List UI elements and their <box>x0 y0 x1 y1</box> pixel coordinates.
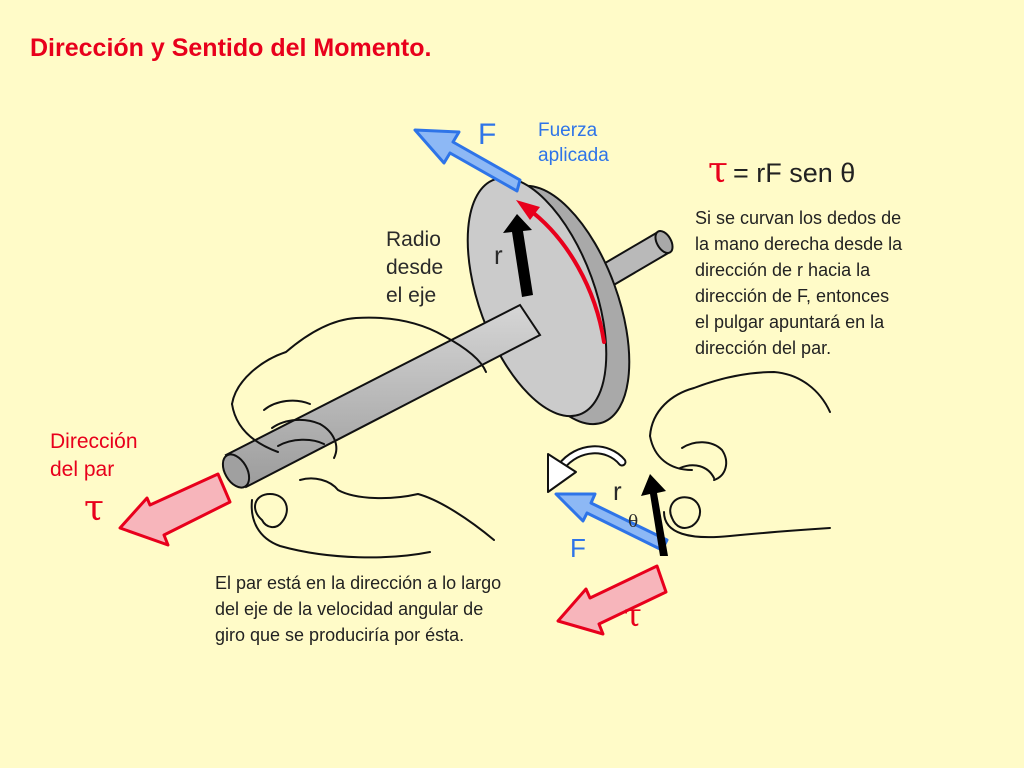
rotation-arc-head <box>516 200 540 220</box>
right-hand-outline <box>649 371 831 539</box>
wheel-disc <box>466 176 631 426</box>
torque-formula: τ = rF sen θ <box>708 150 855 191</box>
page-title: Dirección y Sentido del Momento. <box>30 34 432 62</box>
radius-arrow-lower <box>641 474 668 556</box>
force-arrow-upper <box>413 128 522 193</box>
formula-tau: τ <box>708 150 728 191</box>
radius-arrow-upper <box>503 214 533 297</box>
angular-velocity-note: El par está en la dirección a lo largo d… <box>215 573 502 645</box>
radius-label-upper: r <box>494 240 503 270</box>
force-arrow-lower <box>554 492 669 552</box>
force-label-upper: F <box>478 118 497 151</box>
formula-rest: = rF sen θ <box>733 158 856 188</box>
radius-from-axis-label: Radio desde el eje <box>386 228 444 307</box>
torque-arrow-left <box>118 472 232 547</box>
torque-direction-label: Dirección del par <box>50 430 138 481</box>
curl-arrow-icon <box>547 445 627 493</box>
tau-label-left: τ <box>84 488 104 529</box>
theta-label-lower: θ <box>628 512 639 532</box>
axle-front <box>221 303 542 489</box>
left-hand-outline <box>231 316 495 559</box>
rotation-arc <box>525 206 606 344</box>
applied-force-label: Fuerza aplicada <box>538 120 609 166</box>
force-label-lower: F <box>570 533 586 563</box>
right-hand-rule-note: Si se curvan los dedos de la mano derech… <box>695 208 903 358</box>
axle-back <box>598 230 674 288</box>
radius-label-lower: r <box>613 476 622 506</box>
torque-arrow-lower <box>556 564 668 636</box>
tau-label-lower: τ <box>624 596 642 634</box>
